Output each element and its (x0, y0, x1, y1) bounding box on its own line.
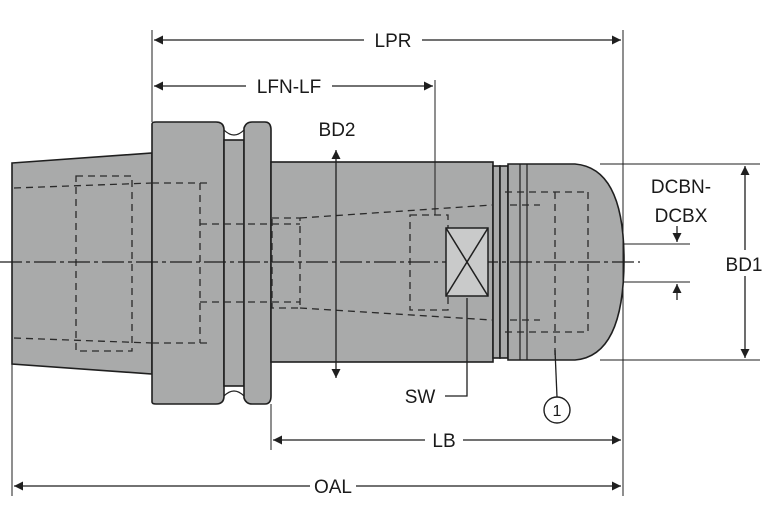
collar (243, 121, 272, 405)
wrench-flat (445, 227, 489, 297)
callout-leader (554, 349, 558, 398)
sw-leader (445, 298, 468, 397)
lfn-lf-label: LFN-LF (257, 77, 321, 98)
lb-label: LB (432, 431, 455, 452)
taper-shank (11, 152, 153, 375)
bd2-label: BD2 (319, 120, 356, 141)
oal-label: OAL (314, 477, 352, 498)
groove-neck (223, 139, 245, 387)
flange (151, 121, 225, 405)
dcbn-label: DCBN- (651, 177, 711, 198)
callout-bubble: 1 (543, 396, 571, 424)
sw-label: SW (405, 387, 436, 408)
tool-body (11, 121, 625, 405)
extension-lines (11, 30, 760, 496)
dcbx-label: DCBX (655, 206, 708, 227)
callout-label: 1 (553, 403, 562, 420)
bd1-label: BD1 (726, 255, 763, 276)
lpr-label: LPR (375, 31, 412, 52)
